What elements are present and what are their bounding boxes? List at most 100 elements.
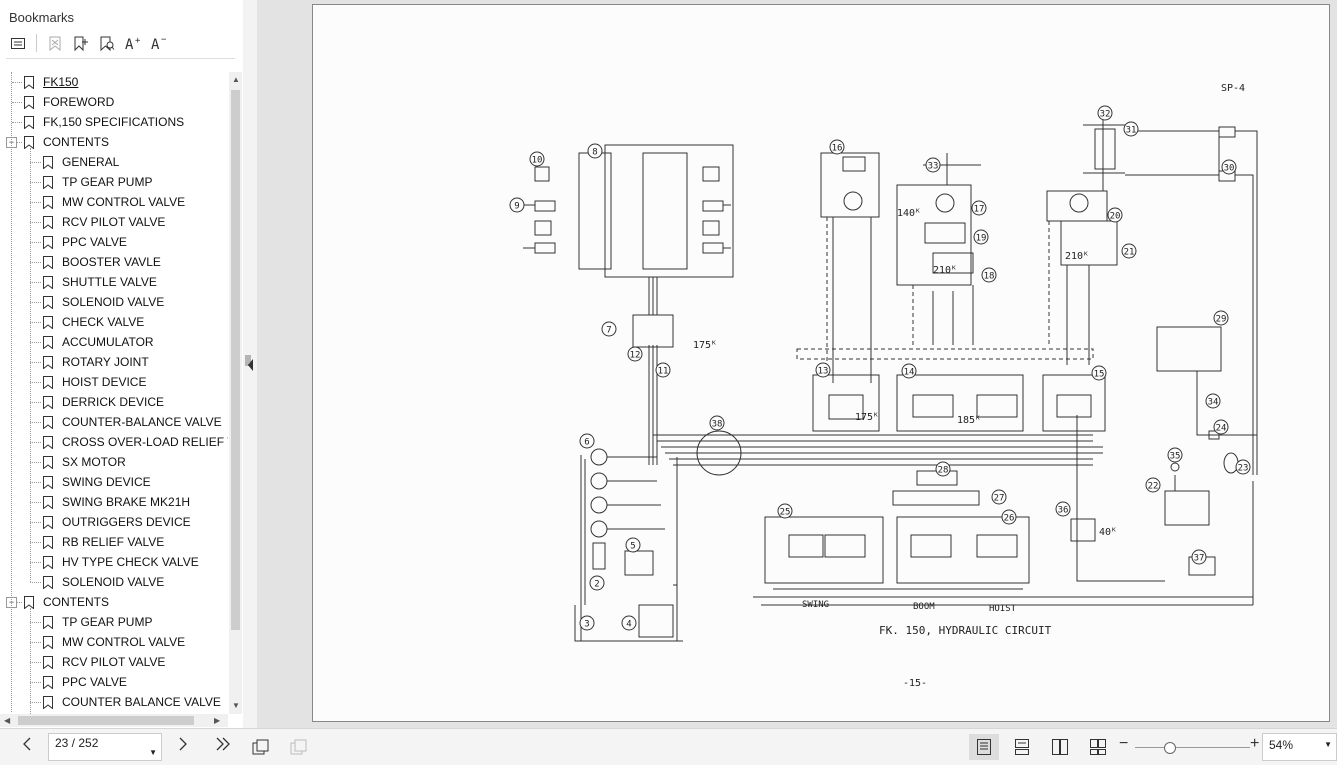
tree-connector xyxy=(30,462,41,463)
add-bookmark-icon[interactable] xyxy=(71,33,91,53)
bookmark-item[interactable]: GENERAL xyxy=(43,152,119,172)
bookmark-item[interactable]: SOLENOID VALVE xyxy=(43,572,164,592)
bookmark-item[interactable]: SHUTTLE VALVE xyxy=(43,272,157,292)
bookmark-label: CONTENTS xyxy=(43,595,109,609)
tree-connector xyxy=(30,522,41,523)
bookmark-item[interactable]: FK150 xyxy=(24,72,78,92)
pdf-page: SP-4 FK. 150, HYDRAULIC CIRCUIT -15- SWI… xyxy=(312,4,1330,722)
bookmark-item[interactable]: TP GEAR PUMP xyxy=(43,612,152,632)
bookmark-item[interactable]: COUNTER-BALANCE VALVE xyxy=(43,412,222,432)
component-callout: 26 xyxy=(1001,509,1017,525)
bookmark-item[interactable]: SWING BRAKE MK21H xyxy=(43,492,190,512)
increase-font-icon[interactable]: A+ xyxy=(123,33,143,53)
scroll-right-icon[interactable]: ▶ xyxy=(214,716,221,725)
tree-connector xyxy=(30,422,41,423)
delete-bookmark-icon[interactable] xyxy=(45,33,65,53)
bookmark-label: COUNTER BALANCE VALVE xyxy=(62,695,221,709)
page-number-input[interactable]: 23 / 252 ▼ xyxy=(48,733,162,761)
panel-splitter[interactable] xyxy=(243,0,257,728)
page-dropdown-icon[interactable]: ▼ xyxy=(149,748,157,757)
bookmark-icon xyxy=(43,315,62,330)
previous-page-icon[interactable] xyxy=(22,737,32,754)
scroll-thumb[interactable] xyxy=(231,90,240,630)
tree-connector xyxy=(30,502,41,503)
bookmark-label: RB RELIEF VALVE xyxy=(62,535,165,549)
bookmark-item[interactable]: RCV PILOT VALVE xyxy=(43,212,165,232)
scroll-thumb-h[interactable] xyxy=(18,716,194,725)
menu-icon[interactable] xyxy=(8,33,28,53)
zoom-slider[interactable] xyxy=(1135,747,1250,748)
bookmark-item[interactable]: CHECK VALVE xyxy=(43,312,144,332)
last-page-icon[interactable] xyxy=(215,737,231,754)
bookmark-icon xyxy=(43,455,62,470)
decrease-font-icon[interactable]: A− xyxy=(149,33,169,53)
bookmark-item[interactable]: FOREWORD xyxy=(24,92,114,112)
two-page-continuous-icon[interactable] xyxy=(1083,734,1113,760)
bookmark-item[interactable]: BOOSTER VAVLE xyxy=(43,252,161,272)
bookmark-icon xyxy=(24,75,43,90)
tree-connector xyxy=(30,322,41,323)
bookmark-item[interactable]: PPC VALVE xyxy=(43,672,127,692)
bookmark-item[interactable]: CROSS OVER-LOAD RELIEF VAL xyxy=(43,432,228,452)
bookmark-label: RCV PILOT VALVE xyxy=(62,655,166,669)
bookmark-item[interactable]: MW CONTROL VALVE xyxy=(43,632,185,652)
scroll-left-icon[interactable]: ◀ xyxy=(4,716,11,725)
zoom-out-icon[interactable]: − xyxy=(1119,735,1129,752)
bookmark-icon xyxy=(24,595,43,610)
callout-number: 24 xyxy=(1216,424,1227,434)
tree-connector xyxy=(30,542,41,543)
pressure-label: 185ᴷ xyxy=(957,415,981,426)
scroll-down-icon[interactable]: ▼ xyxy=(232,701,240,710)
bookmark-item[interactable]: CONTENTS xyxy=(24,592,109,612)
component-callout: 13 xyxy=(815,362,831,378)
horizontal-scrollbar[interactable]: ◀ ▶ xyxy=(0,714,228,727)
bookmark-item[interactable]: SX MOTOR xyxy=(43,452,126,472)
callout-number: 3 xyxy=(584,620,589,630)
bookmark-item[interactable]: FK,150 SPECIFICATIONS xyxy=(24,112,184,132)
callout-number: 14 xyxy=(904,368,915,378)
bookmark-item[interactable]: TP GEAR PUMP xyxy=(43,172,152,192)
label-hoist: HOIST xyxy=(989,604,1017,614)
bookmark-icon xyxy=(43,275,62,290)
bookmark-label: PPC VALVE xyxy=(62,675,127,689)
component-callout: 36 xyxy=(1055,501,1071,517)
vertical-scrollbar[interactable]: ▲ ▼ xyxy=(229,72,242,714)
document-viewport[interactable]: SP-4 FK. 150, HYDRAULIC CIRCUIT -15- SWI… xyxy=(257,0,1337,728)
rotate-view-icon[interactable] xyxy=(252,739,270,758)
bookmark-item[interactable]: SWING DEVICE xyxy=(43,472,151,492)
bookmark-item[interactable]: RB RELIEF VALVE xyxy=(43,532,164,552)
find-bookmark-icon[interactable] xyxy=(97,33,117,53)
bookmark-item[interactable]: PPC VALVE xyxy=(43,232,127,252)
component-callout: 28 xyxy=(935,461,951,477)
bookmark-item[interactable]: RCV PILOT VALVE xyxy=(43,652,165,672)
zoom-slider-knob[interactable] xyxy=(1164,742,1176,754)
tree-connector xyxy=(12,102,22,103)
bookmark-item[interactable]: MW CONTROL VALVE xyxy=(43,192,185,212)
zoom-dropdown-icon[interactable]: ▼ xyxy=(1324,740,1332,749)
pressure-label: 210ᴷ xyxy=(933,265,957,276)
bookmark-icon xyxy=(43,395,62,410)
next-page-icon[interactable] xyxy=(178,737,188,754)
tree-connector xyxy=(30,342,41,343)
two-page-view-icon[interactable] xyxy=(1045,734,1075,760)
zoom-in-icon[interactable]: + xyxy=(1250,735,1260,752)
component-callout: 20 xyxy=(1107,207,1123,223)
label-boom: BOOM xyxy=(913,602,935,612)
bookmark-item[interactable]: HOIST DEVICE xyxy=(43,372,146,392)
bookmark-item[interactable]: OUTRIGGERS DEVICE xyxy=(43,512,191,532)
continuous-view-icon[interactable] xyxy=(1007,734,1037,760)
bookmark-item[interactable]: DERRICK DEVICE xyxy=(43,392,164,412)
tree-connector xyxy=(30,262,41,263)
bookmark-item[interactable]: ROTARY JOINT xyxy=(43,352,149,372)
bookmark-item[interactable]: HV TYPE CHECK VALVE xyxy=(43,552,199,572)
bookmark-item[interactable]: COUNTER BALANCE VALVE xyxy=(43,692,221,712)
single-page-view-icon[interactable] xyxy=(969,734,999,760)
zoom-input[interactable]: 54% ▼ xyxy=(1262,733,1337,761)
bookmark-item[interactable]: CONTENTS xyxy=(24,132,109,152)
callout-number: 29 xyxy=(1216,315,1227,325)
component-callout: 14 xyxy=(901,363,917,379)
bookmark-item[interactable]: ACCUMULATOR xyxy=(43,332,154,352)
bookmark-item[interactable]: SOLENOID VALVE xyxy=(43,292,164,312)
scroll-up-icon[interactable]: ▲ xyxy=(232,75,240,84)
